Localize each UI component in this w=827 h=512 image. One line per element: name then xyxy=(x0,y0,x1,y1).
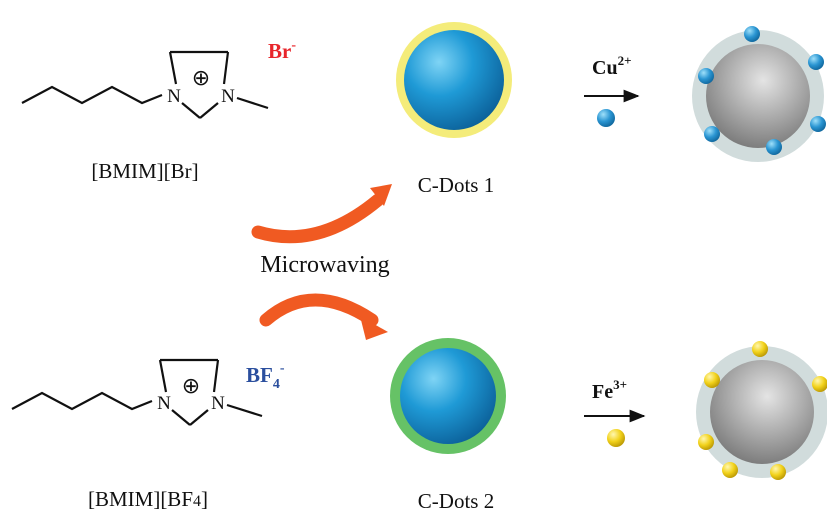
anion-bf4-base: BF xyxy=(246,363,273,387)
bound-cu-ion xyxy=(810,116,826,132)
nitrogen-left-top: N xyxy=(167,86,181,107)
bmim-br-structure xyxy=(21,50,269,119)
c-dots-2-particle xyxy=(390,338,506,454)
bound-fe-ion xyxy=(752,341,768,357)
c-dots-1-label: C-Dots 1 xyxy=(418,173,494,197)
process-label: Microwaving xyxy=(260,252,389,278)
ion-fe-charge: 3+ xyxy=(613,377,627,392)
product-cu-particle xyxy=(692,26,826,162)
ion-cu-base: Cu xyxy=(592,57,618,79)
c-dots-2-core xyxy=(400,348,496,444)
butyl-chain-top xyxy=(21,85,163,105)
product-cu-core xyxy=(706,44,810,148)
cu-ion-icon xyxy=(597,109,615,127)
anion-bf4-sub: 4 xyxy=(273,377,280,392)
fe-ion-icon xyxy=(607,429,625,447)
c-dots-1-core xyxy=(404,30,504,130)
bound-fe-ion xyxy=(812,376,827,392)
ion-cu-charge: 2+ xyxy=(618,53,632,68)
bound-cu-ion xyxy=(808,54,824,70)
imidazolium-ring-bottom xyxy=(158,358,263,426)
butyl-chain-bottom xyxy=(11,391,153,411)
reagent-bottom-name-prefix: [BMIM][BF xyxy=(88,487,193,511)
c-dots-2-label: C-Dots 2 xyxy=(418,489,494,512)
product-fe-particle xyxy=(696,341,827,480)
reagent-bottom-name-sub: 4 xyxy=(193,493,201,510)
c-dots-1-particle xyxy=(396,22,512,138)
anion-bf4-label: BF4- xyxy=(246,361,285,392)
anion-br-charge: - xyxy=(291,38,296,53)
nitrogen-right-top: N xyxy=(221,86,235,107)
bound-cu-ion xyxy=(744,26,760,42)
bound-cu-ion xyxy=(698,68,714,84)
bound-fe-ion xyxy=(770,464,786,480)
bound-fe-ion xyxy=(704,372,720,388)
curved-arrow-upper xyxy=(251,193,385,244)
nitrogen-right-bottom: N xyxy=(211,393,225,414)
reagent-bottom-name-suffix: ] xyxy=(201,487,208,511)
product-fe-core xyxy=(710,360,814,464)
bound-fe-ion xyxy=(722,462,738,478)
curved-arrow-lower-head xyxy=(360,316,388,340)
bound-fe-ion xyxy=(698,434,714,450)
ion-fe-label: Fe3+ xyxy=(592,377,627,403)
plus-charge-icon-bottom: ⊕ xyxy=(182,374,200,399)
bound-cu-ion xyxy=(766,139,782,155)
curved-arrow-lower xyxy=(259,293,379,327)
bmim-bf4-structure xyxy=(11,358,263,426)
curved-arrow-upper-head xyxy=(370,184,392,206)
anion-bf4-charge: - xyxy=(280,361,285,376)
bound-cu-ion xyxy=(704,126,720,142)
anion-br-base: Br xyxy=(268,39,291,63)
imidazolium-ring-top xyxy=(168,50,269,119)
plus-charge-icon-top: ⊕ xyxy=(192,66,210,91)
ion-cu-label: Cu2+ xyxy=(592,53,632,79)
reagent-bottom-name: [BMIM][BF4] xyxy=(88,487,208,511)
ion-fe-base: Fe xyxy=(592,381,613,403)
nitrogen-left-bottom: N xyxy=(157,393,171,414)
anion-br-label: Br- xyxy=(268,38,296,63)
reagent-top-name: [BMIM][Br] xyxy=(91,159,198,183)
